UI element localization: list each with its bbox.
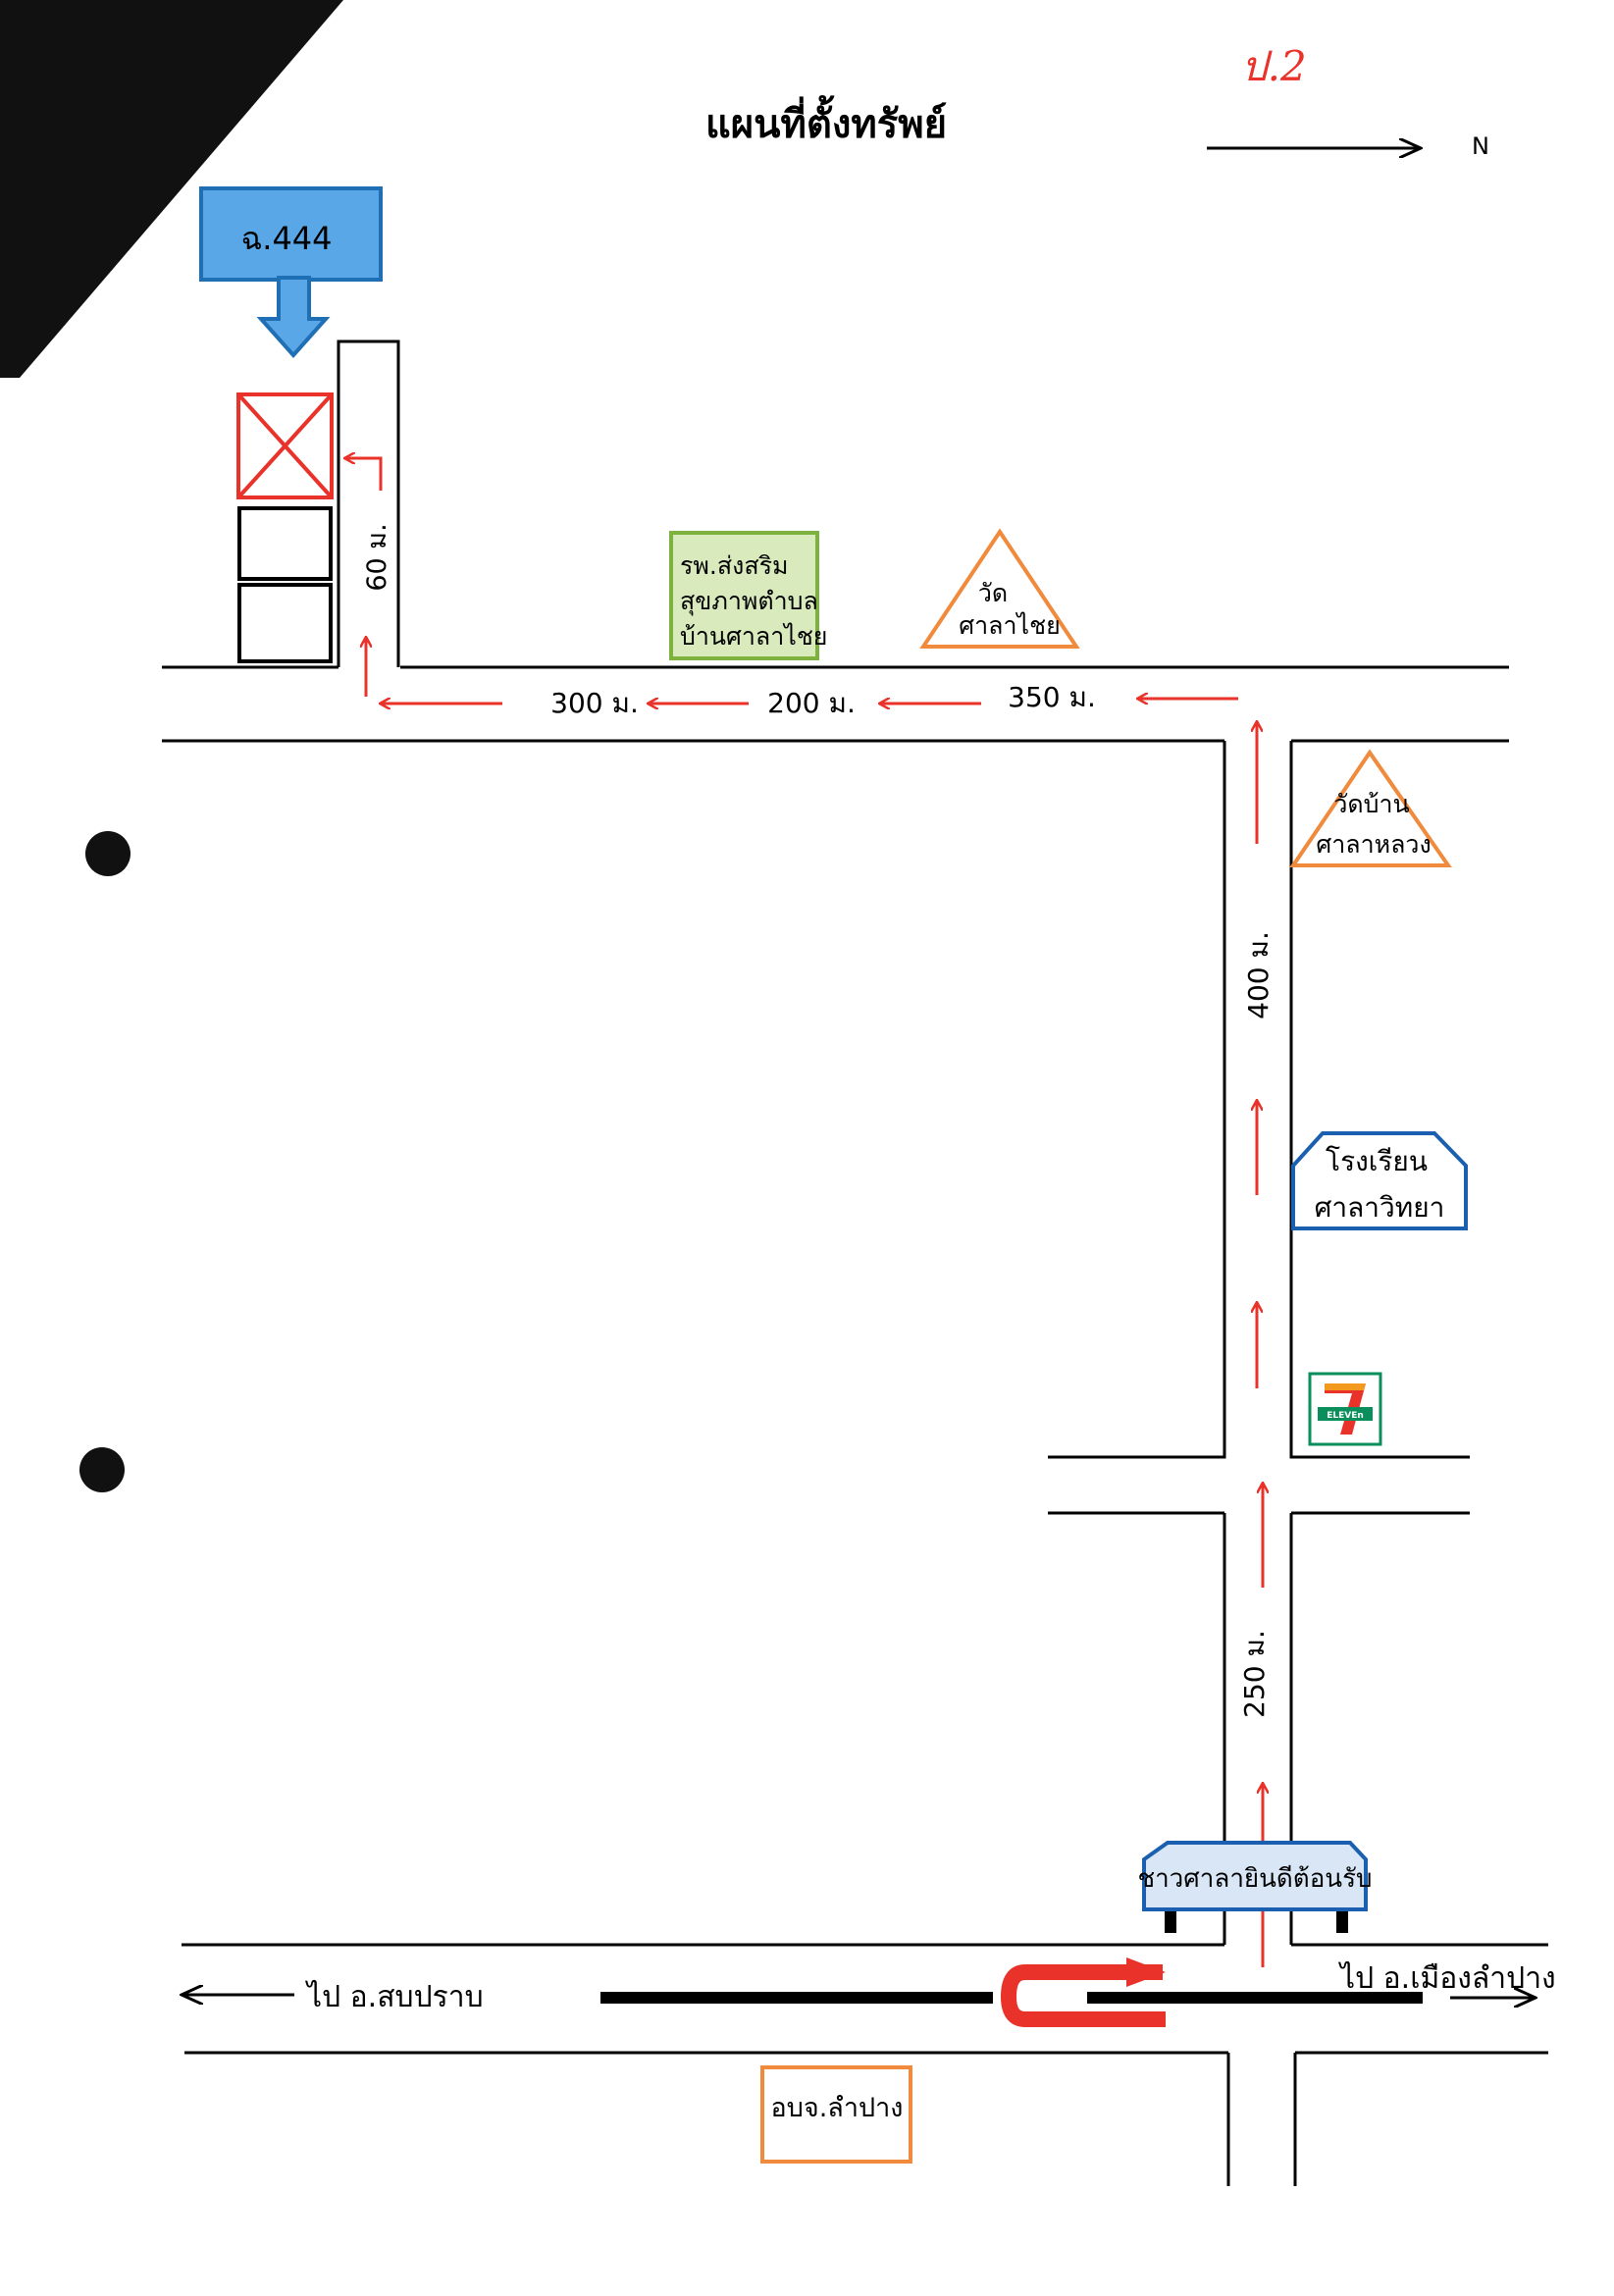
- distance-400m: 400 ม.: [1242, 931, 1275, 1019]
- u-turn-icon: [1000, 1964, 1166, 2027]
- temple-ban-sala-luang-landmark: วัดบ้าน ศาลาหลวง: [1289, 749, 1452, 867]
- deed-callout: ฉ.444: [199, 186, 383, 359]
- seven-eleven-text: ELEVEn: [1327, 1411, 1364, 1421]
- property-plots: [236, 392, 334, 663]
- school-landmark: โรงเรียน ศาลาวิทยา: [1291, 1131, 1468, 1230]
- distance-350m: 350 ม.: [1008, 681, 1096, 713]
- scan-dark-corner: [0, 0, 343, 378]
- binder-hole: [85, 831, 130, 876]
- school-icon: [1291, 1131, 1468, 1230]
- direction-sop-prap: ไป อ.สบปราบ: [305, 1979, 484, 2014]
- seven-eleven-band: [1318, 1407, 1373, 1421]
- distance-300m: 300 ม.: [550, 687, 639, 719]
- neighbor-plot: [237, 506, 333, 581]
- route-arrow: [345, 458, 383, 491]
- welcome-sign: ชาวศาลายินดีต้อนรับ: [1137, 1841, 1373, 1933]
- deed-box: [199, 186, 383, 282]
- welcome-sign-label: ชาวศาลายินดีต้อนรับ: [1137, 1864, 1372, 1894]
- deed-label: ฉ.444: [240, 220, 332, 257]
- route-arrows: [345, 458, 1263, 1967]
- temple-label-line: ศาลาหลวง: [1316, 830, 1431, 859]
- school-label-line: โรงเรียน: [1326, 1145, 1428, 1177]
- hospital-label-line: สุขภาพตำบล: [680, 587, 818, 616]
- seven-icon: [1325, 1383, 1366, 1435]
- road-edge: [1289, 741, 1470, 1459]
- temple-salachai-landmark: วัด ศาลาไชย: [919, 528, 1080, 649]
- hospital-label-line: บ้านศาลาไชย: [680, 622, 827, 651]
- temple-label-line: วัดบ้าน: [1333, 790, 1409, 818]
- seven-eleven-logo: ELEVEn: [1308, 1372, 1382, 1446]
- north-label: N: [1472, 132, 1489, 160]
- distance-200m: 200 ม.: [767, 687, 856, 719]
- hospital-landmark: รพ.ส่งสริม สุขภาพตำบล บ้านศาลาไชย: [669, 531, 827, 660]
- temple-icon: [919, 528, 1080, 649]
- pao-lampang-landmark: อบจ.ลำปาง: [760, 2065, 912, 2164]
- target-plot-cross: [236, 392, 334, 499]
- pao-box: [760, 2065, 912, 2164]
- hospital-box: [669, 531, 819, 660]
- temple-label-line: วัด: [978, 579, 1008, 607]
- seven-icon-stripe: [1325, 1383, 1366, 1390]
- neighbor-plot: [237, 583, 333, 663]
- temple-label-line: ศาลาไชย: [959, 611, 1060, 640]
- distance-60m: 60 ม.: [362, 523, 392, 591]
- sign-post: [1165, 1905, 1176, 1933]
- binder-hole: [79, 1447, 125, 1492]
- distance-250m: 250 ม.: [1238, 1630, 1271, 1718]
- hospital-label-line: รพ.ส่งสริม: [680, 551, 789, 580]
- direction-mueang-lampang: ไป อ.เมืองลำปาง: [1338, 1960, 1556, 1996]
- temple-icon: [1289, 749, 1452, 867]
- road-edge: [1048, 741, 1226, 1459]
- sign-post: [1336, 1905, 1348, 1933]
- pao-label: อบจ.ลำปาง: [771, 2093, 904, 2123]
- u-turn-arrowhead: [1126, 1957, 1166, 1987]
- map-title: แผนที่ตั้งทรัพย์: [705, 95, 947, 147]
- school-label-line: ศาลาวิทยา: [1315, 1191, 1445, 1224]
- deed-pointer-arrow: [256, 276, 331, 359]
- soi-road: [337, 339, 400, 667]
- page-mark: ป.2: [1241, 42, 1307, 90]
- binder-holes: [79, 831, 130, 1492]
- sign-board: [1142, 1841, 1368, 1911]
